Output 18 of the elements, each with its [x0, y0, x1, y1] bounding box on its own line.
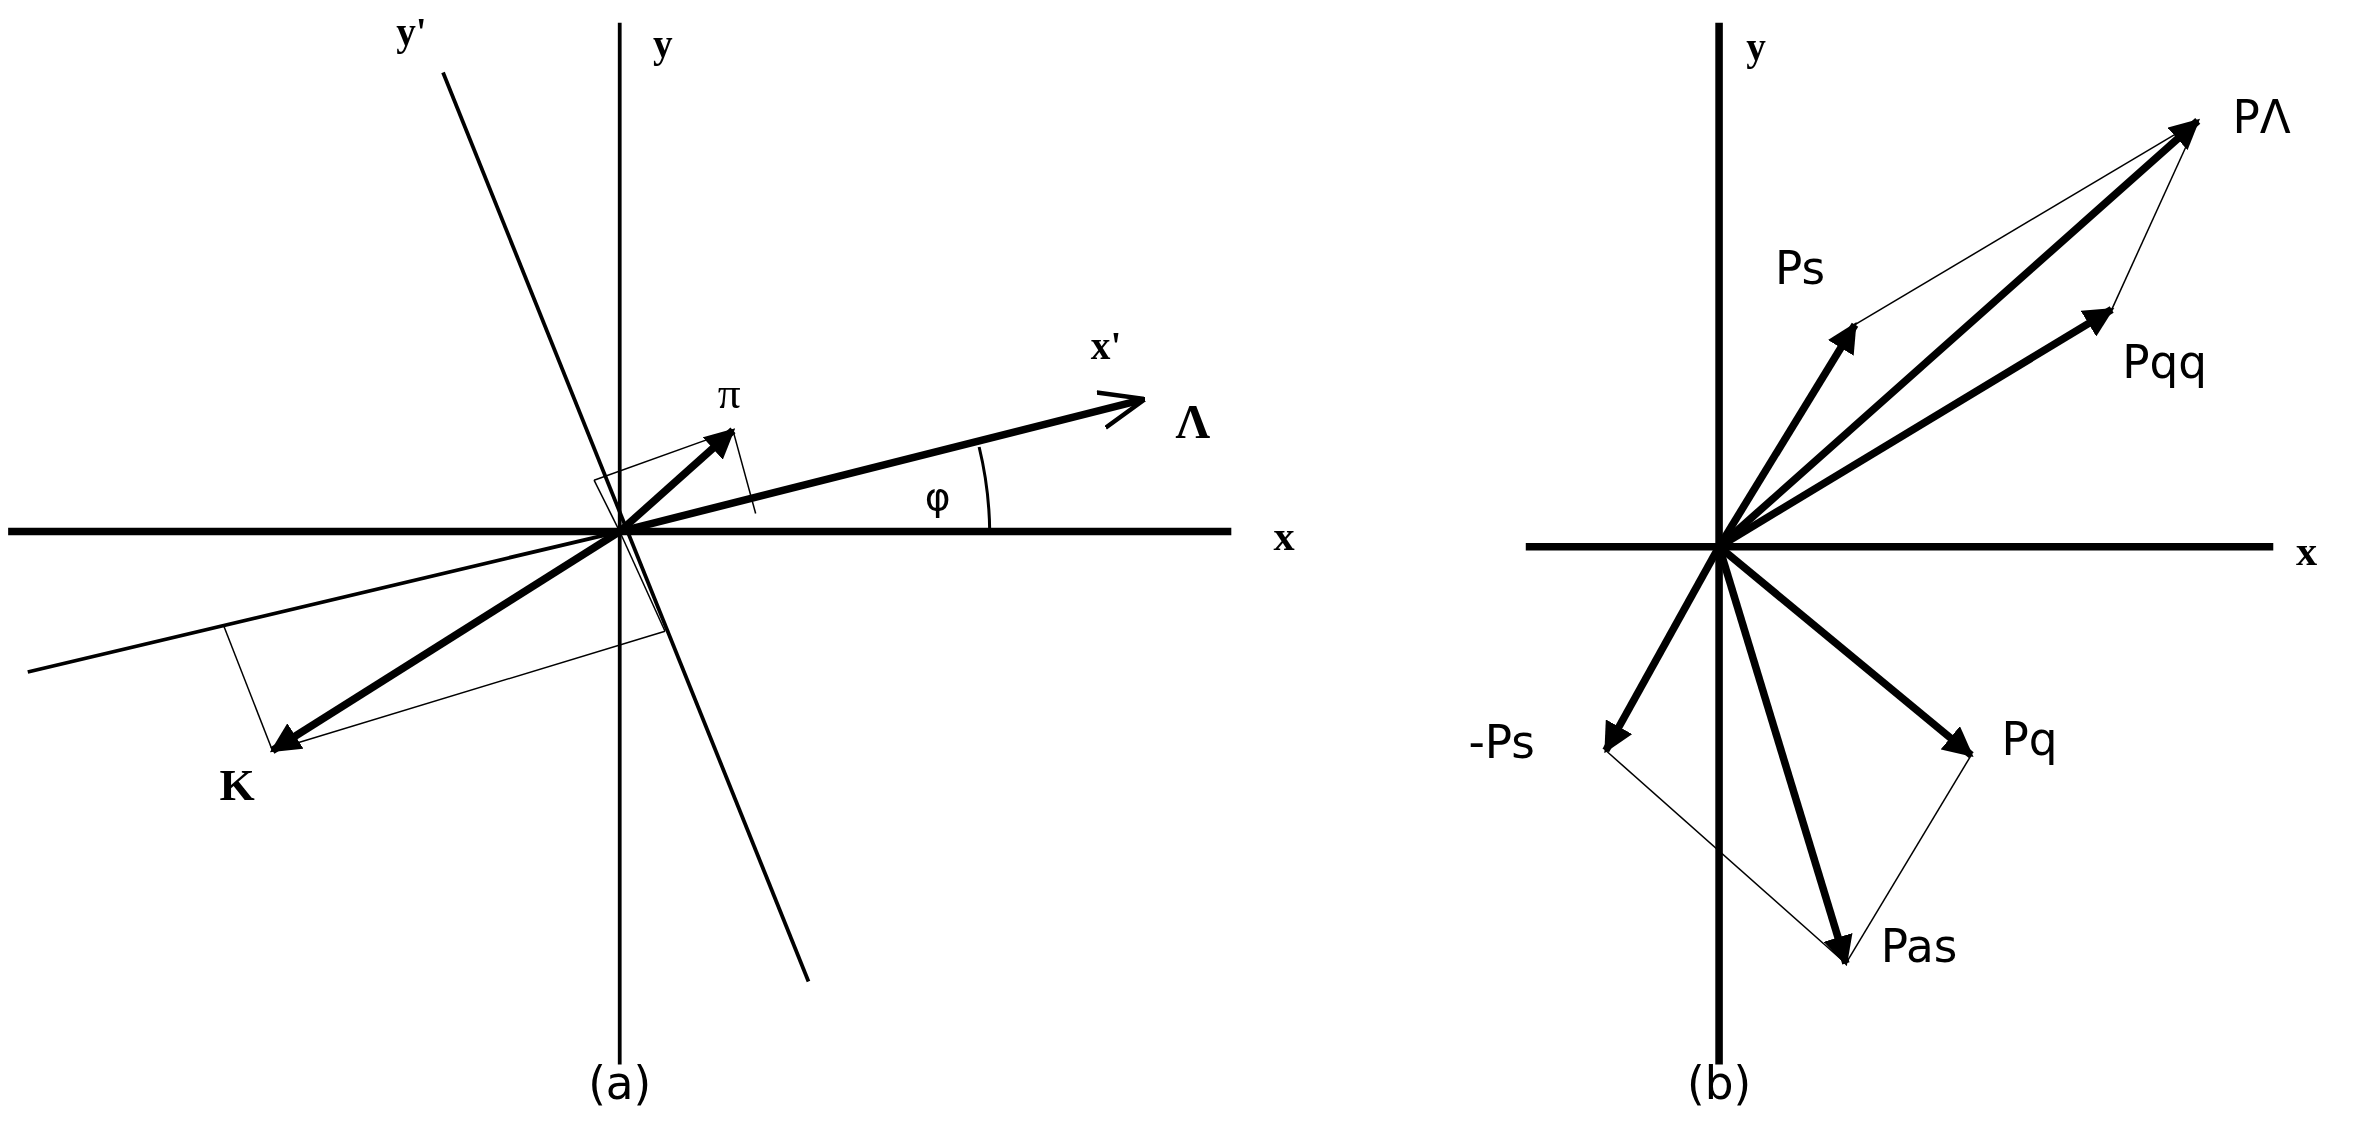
- axis-label: x: [1273, 511, 1295, 559]
- angle-label: φ: [924, 474, 951, 520]
- vector-label: Pq: [2001, 713, 2058, 767]
- vector-label: K: [219, 760, 255, 811]
- vector-label: PΛ: [2232, 90, 2291, 144]
- vector-label: Pqq: [2122, 335, 2208, 389]
- vector-label: -Ps: [1468, 716, 1535, 770]
- vector-label: Λ: [1175, 394, 1211, 448]
- panel-label: (a): [588, 1057, 652, 1111]
- vector-label: Pas: [1880, 919, 1958, 973]
- axis-label: y: [1746, 25, 1766, 69]
- panel-label: (b): [1687, 1057, 1752, 1111]
- axis-label: x: [2295, 526, 2318, 574]
- vector-label: Ps: [1774, 241, 1826, 295]
- axis-label: y': [396, 10, 427, 54]
- axis-label: x': [1090, 324, 1122, 368]
- axis-label: y: [652, 22, 673, 66]
- vector-label: π: [717, 367, 741, 418]
